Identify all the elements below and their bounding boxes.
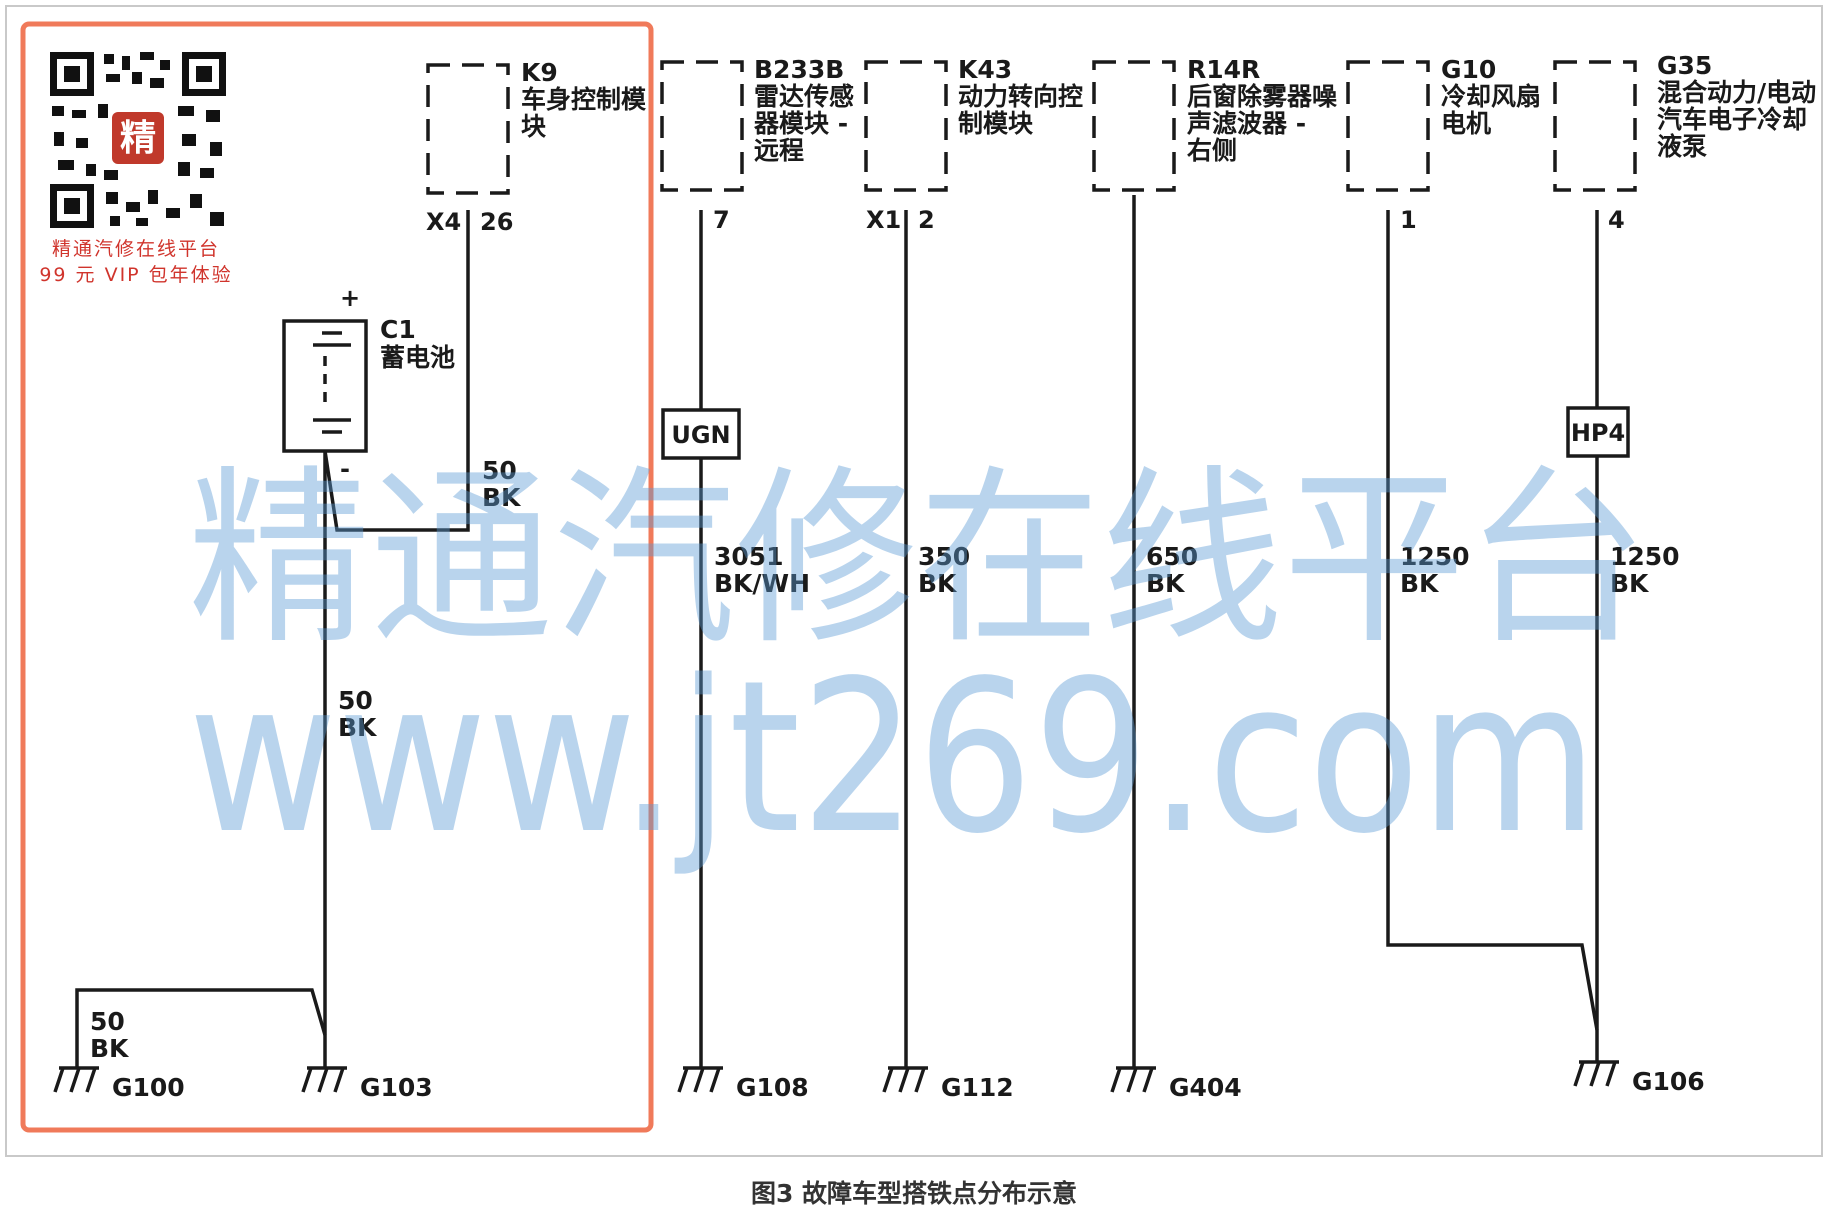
module-box-g35 (1553, 60, 1637, 192)
battery-plus: + (340, 284, 360, 312)
ground-symbol-g100 (53, 1066, 101, 1094)
highlight-box (20, 21, 654, 1133)
wire-label-gauge-g100: 50 (90, 1007, 125, 1036)
qr-logo-text: 精 (120, 118, 156, 159)
wire-label-color-k9: BK (482, 483, 522, 512)
ground-symbol-g112 (882, 1066, 930, 1094)
ground-label-g404: G404 (1169, 1073, 1242, 1102)
ground-label-g103: G103 (360, 1073, 433, 1102)
module-name-b233b-l2: 器模块 - (753, 109, 848, 138)
module-name-g35-l2: 汽车电子冷却 (1657, 105, 1807, 134)
module-box-k9 (426, 63, 510, 195)
ground-symbol-g404 (1110, 1066, 1158, 1094)
module-code-b233b: B233B (754, 55, 844, 84)
splice-box-ugn (661, 408, 741, 460)
ground-symbol-g103 (301, 1066, 349, 1094)
module-code-k9: K9 (521, 58, 558, 87)
module-name-k43-l2: 制模块 (958, 109, 1033, 138)
module-name-g10-l2: 电机 (1441, 109, 1491, 138)
module-name-g35-l3: 液泵 (1657, 132, 1707, 161)
wire-label-color-r14r: BK (1146, 569, 1186, 598)
ground-label-g100: G100 (112, 1073, 185, 1102)
module-name-b233b-l3: 远程 (754, 136, 804, 165)
wire-label-color-g10: BK (1400, 569, 1440, 598)
wire-label-color-k43: BK (918, 569, 958, 598)
wire-label-gauge-g10: 1250 (1400, 542, 1470, 571)
promo-line-1: 精通汽修在线平台 (52, 238, 220, 260)
module-code-k43: K43 (958, 55, 1012, 84)
module-name-g35-l1: 混合动力/电动 (1657, 78, 1816, 107)
connector-label-k9: X4 (426, 208, 461, 236)
battery-code: C1 (380, 315, 416, 344)
watermark-line-2: www.jt269.com (188, 635, 1598, 880)
promo-line-2: 99 元 VIP 包年体验 (39, 264, 232, 286)
wire-label-gauge-g103: 50 (338, 686, 373, 715)
module-name-r14r-l1: 后窗除雾器噪 (1187, 82, 1337, 111)
battery-name: 蓄电池 (380, 343, 455, 372)
pin-label-k9: 26 (480, 208, 513, 236)
wire-g10 (1386, 210, 1599, 1031)
battery-minus: - (340, 455, 350, 483)
wire-label-gauge-k43: 350 (918, 542, 970, 571)
pin-label-g10: 1 (1400, 206, 1417, 234)
wire-label-color-g35: BK (1610, 569, 1650, 598)
wire-label-gauge-b233b: 3051 (714, 542, 784, 571)
module-name-g10-l1: 冷却风扇 (1441, 82, 1541, 111)
wire-label-gauge-k9: 50 (482, 456, 517, 485)
module-box-g10 (1346, 60, 1430, 192)
wire-label-color-b233b: BK/WH (714, 569, 810, 598)
module-box-r14r (1092, 60, 1176, 192)
splice-label-hp4: HP4 (1571, 419, 1625, 447)
module-name-k9-l2: 块 (521, 112, 546, 141)
module-name-r14r-l2: 声滤波器 - (1187, 109, 1306, 138)
wire-g100-branch (75, 988, 327, 1068)
module-code-r14r: R14R (1187, 55, 1260, 84)
module-name-b233b-l1: 雷达传感 (754, 82, 854, 111)
module-box-k43 (864, 60, 948, 192)
ground-label-g112: G112 (941, 1073, 1014, 1102)
qr-code: 精 (50, 52, 226, 228)
ground-symbol-g108 (677, 1066, 725, 1094)
ground-label-g106: G106 (1632, 1067, 1705, 1096)
pin-label-k43: 2 (918, 206, 935, 234)
splice-box-hp4 (1566, 406, 1630, 458)
module-name-k9-l1: 车身控制模 (521, 85, 647, 114)
module-box-b233b (660, 60, 744, 192)
ground-label-g108: G108 (736, 1073, 809, 1102)
module-name-r14r-l3: 右侧 (1187, 136, 1237, 165)
wire-label-color-g103: BK (338, 713, 378, 742)
ground-symbol-g106 (1573, 1060, 1621, 1088)
connector-label-k43: X1 (866, 206, 901, 234)
pin-label-b233b: 7 (713, 206, 730, 234)
wire-label-gauge-r14r: 650 (1146, 542, 1198, 571)
pin-label-g35: 4 (1608, 206, 1625, 234)
figure-caption: 图3 故障车型搭铁点分布示意 (751, 1179, 1077, 1208)
wire-label-gauge-g35: 1250 (1610, 542, 1680, 571)
wire-k9-ground (323, 210, 470, 532)
watermark-line-1: 精通汽修在线平台 (188, 449, 1648, 670)
module-code-g10: G10 (1441, 55, 1496, 84)
diagram-frame (5, 5, 1823, 1157)
splice-label-ugn: UGN (671, 421, 730, 449)
module-name-k43-l1: 动力转向控 (958, 82, 1083, 111)
wire-label-color-g100: BK (90, 1034, 130, 1063)
module-code-g35: G35 (1657, 51, 1712, 80)
